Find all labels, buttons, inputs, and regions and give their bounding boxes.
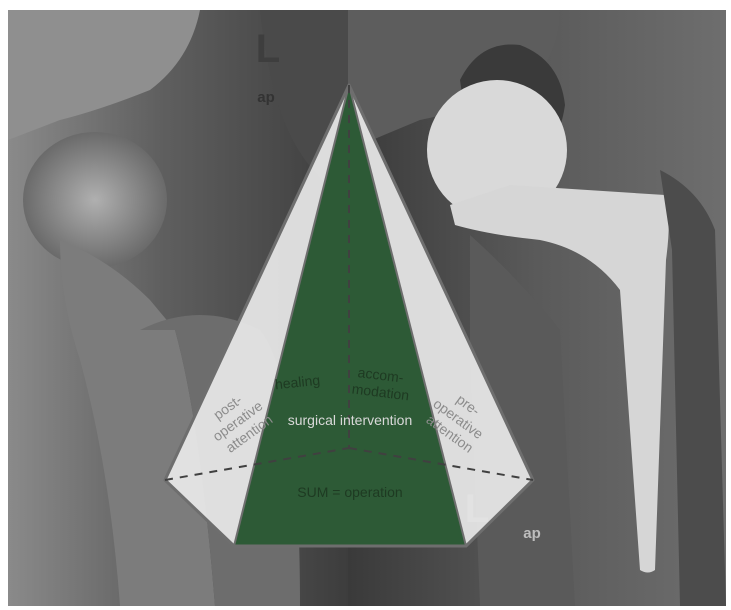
label-surgical-intervention: surgical intervention bbox=[288, 412, 413, 428]
left-view-label: ap bbox=[257, 89, 275, 106]
left-marker: L bbox=[256, 27, 280, 71]
label-sum-operation: SUM = operation bbox=[297, 484, 402, 500]
label-accommodation: accom- modation bbox=[351, 364, 412, 404]
right-view-label: ap bbox=[523, 525, 541, 542]
femoral-head-left bbox=[23, 132, 167, 268]
